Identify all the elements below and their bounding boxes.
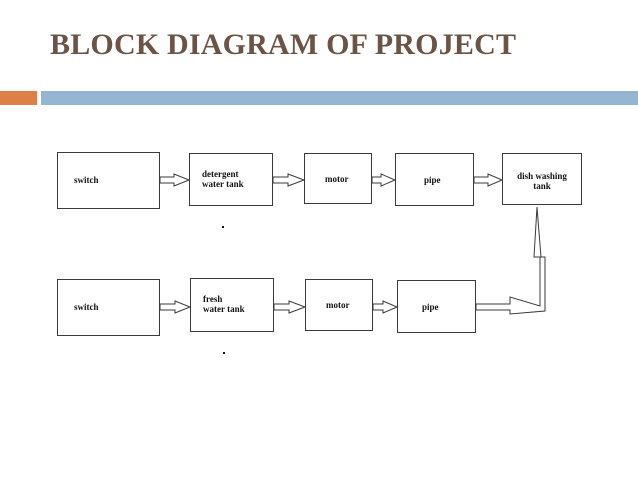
row1-pipe-label: pipe [424, 175, 441, 185]
arrow-motor-to-pipe-row1 [371, 173, 397, 187]
row1-detergent-tank-block: detergent water tank [189, 153, 273, 206]
title-accent-bar [0, 91, 37, 105]
row2-fresh-tank-label: fresh water tank [203, 294, 245, 314]
row1-detergent-tank-label: detergent water tank [202, 169, 244, 189]
row2-switch-label: switch [74, 302, 99, 312]
row1-switch-label: switch [74, 175, 99, 185]
row1-dot-marker [222, 226, 224, 228]
dish-washing-tank-block: dish washing tank [502, 153, 582, 205]
arrow-fresh-tank-to-motor [273, 300, 307, 314]
arrow-pipe-to-dish-washing-tank-path [475, 206, 546, 315]
row2-switch-block: switch [57, 279, 160, 336]
arrow-switch-to-fresh-tank [159, 300, 192, 314]
row2-pipe-block: pipe [397, 280, 476, 333]
row1-motor-block: motor [304, 153, 372, 204]
row2-motor-label: motor [326, 300, 350, 310]
arrow-detergent-tank-to-motor [272, 173, 306, 187]
row2-motor-block: motor [305, 279, 373, 331]
row2-fresh-tank-block: fresh water tank [190, 278, 274, 332]
row2-pipe-label: pipe [422, 302, 439, 312]
row1-switch-block: switch [57, 152, 160, 209]
title-rule-bar [41, 91, 638, 105]
arrow-motor-to-pipe-row2 [372, 300, 399, 314]
row2-dot-marker [223, 352, 225, 354]
arrow-switch-to-detergent-tank [159, 173, 191, 187]
row1-motor-label: motor [325, 174, 349, 184]
slide-title: BLOCK DIAGRAM OF PROJECT [50, 28, 517, 61]
dish-washing-tank-label: dish washing tank [517, 171, 567, 191]
arrow-pipe-to-dish-washing-tank [473, 173, 504, 187]
